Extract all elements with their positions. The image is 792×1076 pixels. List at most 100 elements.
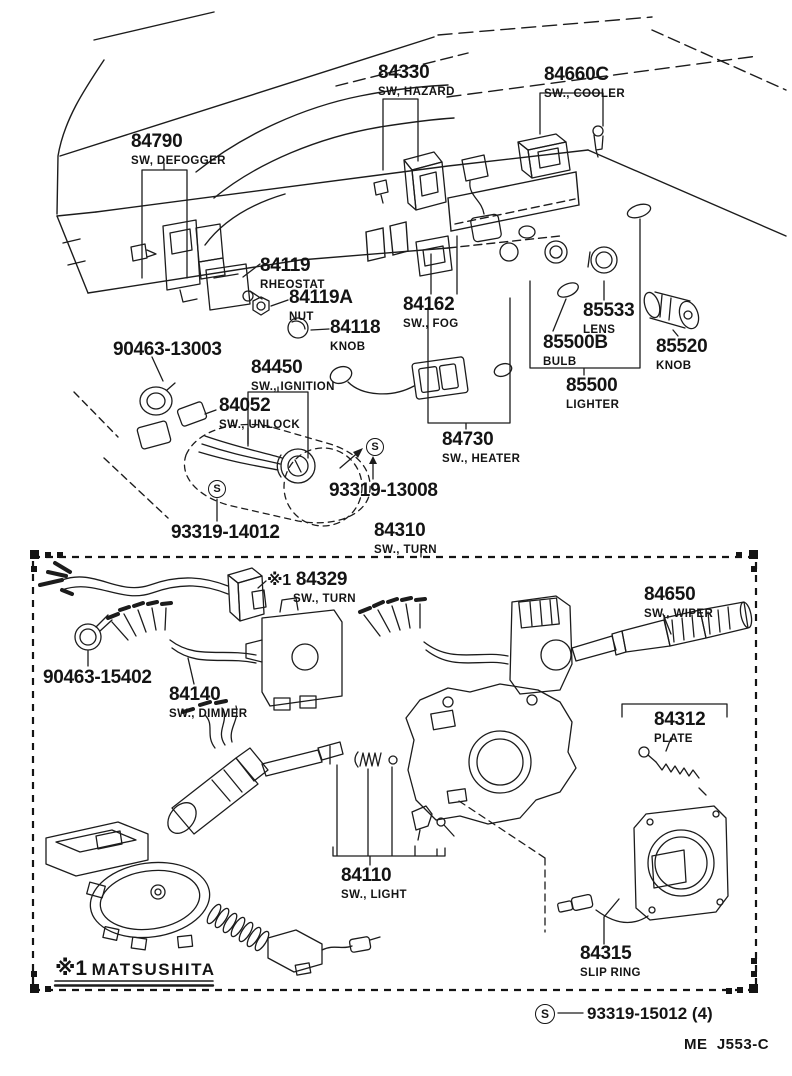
- part-name: SW., FOG: [403, 318, 459, 330]
- matsushita-ref-mark: ※1: [267, 572, 291, 589]
- column-clamp-drawing: [45, 821, 149, 877]
- clamp-drawing: [74, 623, 102, 651]
- key-cylinder-drawing: [280, 448, 316, 484]
- part-name: LIGHTER: [566, 399, 620, 411]
- part-label-93319-14012: 93319-14012: [171, 522, 280, 544]
- part-number: 84450: [251, 357, 303, 378]
- screw-part-callout: 93319-15012 (4): [587, 1004, 713, 1023]
- part-number: 84660C: [544, 64, 609, 85]
- instrument-panel-lines: [56, 11, 787, 519]
- part-label-90463-13003: 90463-13003: [113, 339, 222, 361]
- combination-switch-drawing: [405, 683, 577, 825]
- leader-lines: [53, 92, 728, 1014]
- part-number: 90463-13003: [113, 339, 222, 360]
- light-switch-lever-drawing: [167, 802, 197, 834]
- part-name: KNOB: [656, 360, 692, 372]
- screw-symbol-icon: S: [366, 438, 384, 456]
- plate-spring-drawing: [638, 746, 650, 758]
- lighter-socket-drawing: [590, 246, 618, 274]
- spring-drawing: [354, 751, 382, 768]
- part-number: 93319-13008: [329, 480, 438, 501]
- part-label-84119A: 84119A NUT: [289, 287, 353, 323]
- part-number: 84140: [169, 684, 221, 705]
- part-name: SLIP RING: [580, 967, 641, 979]
- part-name: SW, HAZARD: [378, 86, 455, 98]
- part-number: 84730: [442, 429, 494, 450]
- part-name: SW., UNLOCK: [219, 419, 301, 431]
- part-name: SW, DEFOGGER: [131, 155, 226, 167]
- part-number: 84790: [131, 131, 183, 152]
- part-label-85500B: 85500B BULB: [543, 332, 608, 368]
- ignition-housing-drawing: [183, 423, 371, 524]
- fog-switch-drawing: [415, 235, 453, 277]
- part-number: 84110: [341, 865, 392, 886]
- lighter-ring-drawing: [626, 203, 652, 219]
- part-number: 84119: [260, 255, 311, 276]
- dimmer-harness-drawing: [111, 607, 167, 641]
- part-name: SW., LIGHT: [341, 889, 407, 901]
- matsushita-brand: MATSUSHITA: [91, 960, 216, 979]
- lighter-knob-drawing: [643, 291, 661, 319]
- dimmer-switch-drawing: [261, 609, 343, 707]
- screw-symbol-icon: S: [208, 480, 226, 498]
- part-number: 84315: [580, 943, 632, 964]
- part-name: SW., HEATER: [442, 453, 521, 465]
- part-number: 85500B: [543, 332, 608, 353]
- matsushita-ref-mark: ※1: [55, 957, 88, 980]
- dash-switch-drawings: [130, 125, 700, 527]
- component-box-border: [30, 550, 758, 994]
- bulb-drawing: [557, 282, 579, 298]
- part-number: 84052: [219, 395, 271, 416]
- nut-drawing: [252, 296, 270, 316]
- part-name: PLATE: [654, 733, 693, 745]
- rheostat-drawing: [205, 263, 251, 311]
- part-label-84660C: 84660C SW., COOLER: [544, 64, 625, 100]
- part-number: 84312: [654, 709, 706, 730]
- part-number: 84119A: [289, 287, 353, 308]
- part-number: 93319-14012: [171, 522, 280, 543]
- grommet-drawing: [139, 386, 173, 416]
- part-number: 85533: [583, 300, 635, 321]
- defogger-switch-drawing: [162, 219, 201, 291]
- knob-drawing: [287, 317, 309, 339]
- column-switch-drawings: [38, 561, 753, 976]
- slip-ring-drawing: [633, 805, 729, 921]
- wiper-lever-drawing: [571, 635, 617, 662]
- part-number: 85500: [566, 375, 618, 396]
- part-name: NUT: [289, 311, 314, 323]
- part-name: SW., COOLER: [544, 88, 626, 100]
- part-name: BULB: [543, 356, 577, 368]
- part-label-93319-13008: 93319-13008: [329, 480, 438, 502]
- matsushita-note: ※1 MATSUSHITA: [55, 956, 215, 981]
- screw-symbol-icon: S: [535, 1004, 555, 1024]
- screw-drawing: [130, 243, 148, 262]
- part-number: 84118: [330, 317, 381, 338]
- part-number: 84162: [403, 294, 455, 315]
- part-name: SW., TURN: [374, 544, 438, 556]
- doc-code: ME J553-C: [684, 1036, 770, 1053]
- part-number: 84650: [644, 584, 696, 605]
- connector-drawing: [461, 154, 489, 182]
- part-number: 84330: [378, 62, 430, 83]
- turn-switch-harness-drawing: [61, 576, 229, 589]
- heater-switch-drawing: [411, 356, 469, 400]
- part-name: SW., TURN: [293, 593, 357, 605]
